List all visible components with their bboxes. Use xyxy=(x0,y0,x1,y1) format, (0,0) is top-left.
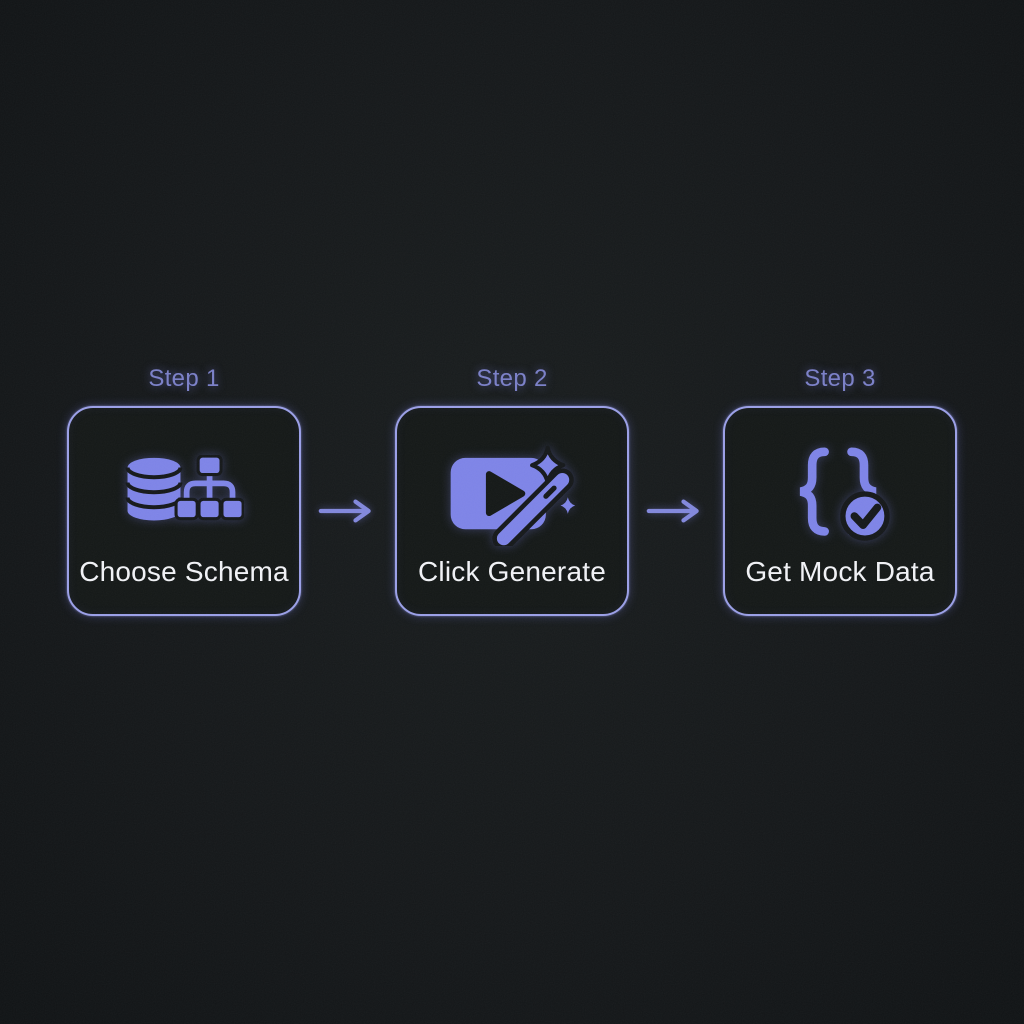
generate-wand-icon xyxy=(450,445,576,546)
step-3-column: Step 3 Get Mock Data xyxy=(723,364,957,616)
step-3-card: Get Mock Data xyxy=(723,406,957,616)
json-check-icon xyxy=(799,447,890,541)
right-arrow-icon xyxy=(646,499,699,523)
step-2-label: Step 2 xyxy=(476,365,548,392)
step-3-title: Get Mock Data xyxy=(745,556,935,587)
step-1-label: Step 1 xyxy=(148,365,220,392)
database-schema-icon xyxy=(125,455,244,521)
step-1-title: Choose Schema xyxy=(79,556,289,587)
step-3-icon-box xyxy=(790,438,890,550)
step-1-column: Step 1 xyxy=(67,364,301,616)
step-3-label: Step 3 xyxy=(804,365,876,392)
step-1-icon-box xyxy=(124,438,244,550)
step-1-card: Choose Schema xyxy=(67,406,301,616)
arrow-2 xyxy=(629,364,723,525)
step-2-icon-box xyxy=(447,438,577,550)
step-2-card: Click Generate xyxy=(395,406,629,616)
step-2-title: Click Generate xyxy=(418,556,606,587)
arrow-1 xyxy=(301,364,395,525)
step-2-column: Step 2 xyxy=(395,364,629,616)
steps-row: Step 1 xyxy=(0,364,1024,616)
right-arrow-icon xyxy=(318,499,371,523)
